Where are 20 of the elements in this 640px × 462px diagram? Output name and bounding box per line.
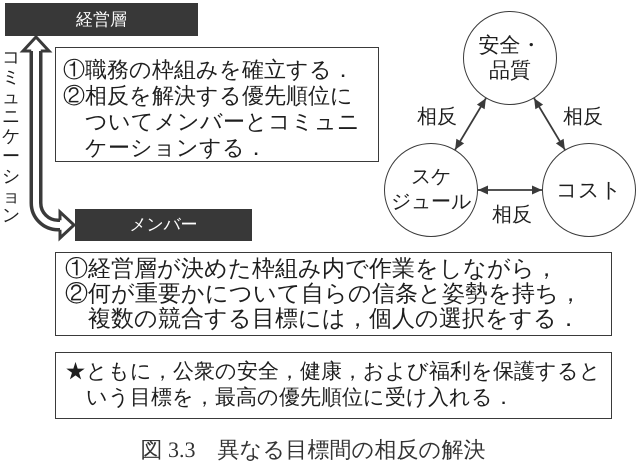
- double-arrow: [478, 186, 542, 194]
- note-box: [55, 352, 612, 419]
- double-arrow: [533, 98, 566, 150]
- goal-label: スケジュール: [390, 165, 472, 215]
- double-arrow: [454, 98, 487, 150]
- note-text: ★ともに，公衆の安全，健康，および福利を保護するという目標を，最高の優先順位に受け入れる．: [65, 359, 602, 411]
- statement-text: ②相反を解決する優先順位についてメンバーとコミュニケーションする．: [63, 83, 361, 161]
- goal-label: 安全・品質: [477, 33, 542, 83]
- statement-text: ①職務の枠組みを確立する．: [63, 57, 355, 83]
- role-banner: [5, 3, 198, 36]
- role-banner: [75, 209, 252, 241]
- figure-caption: 図 3.3 異なる目標間の相反の解決: [140, 437, 486, 462]
- statement-text: ②何が重要かについて自らの信条と姿勢を持ち，複数の競合する目標には，個人の選択をする．: [65, 281, 583, 331]
- statement-box: [55, 252, 612, 336]
- goal-label: コスト: [556, 178, 622, 202]
- statement-text: ①経営層が決めた枠組み内で作業をしながら，: [65, 256, 559, 281]
- role-label: メンバー: [130, 215, 198, 235]
- edge-label: コミュニケーション: [2, 48, 20, 226]
- statement-box: [55, 47, 379, 162]
- role-label: 経営層: [76, 10, 127, 30]
